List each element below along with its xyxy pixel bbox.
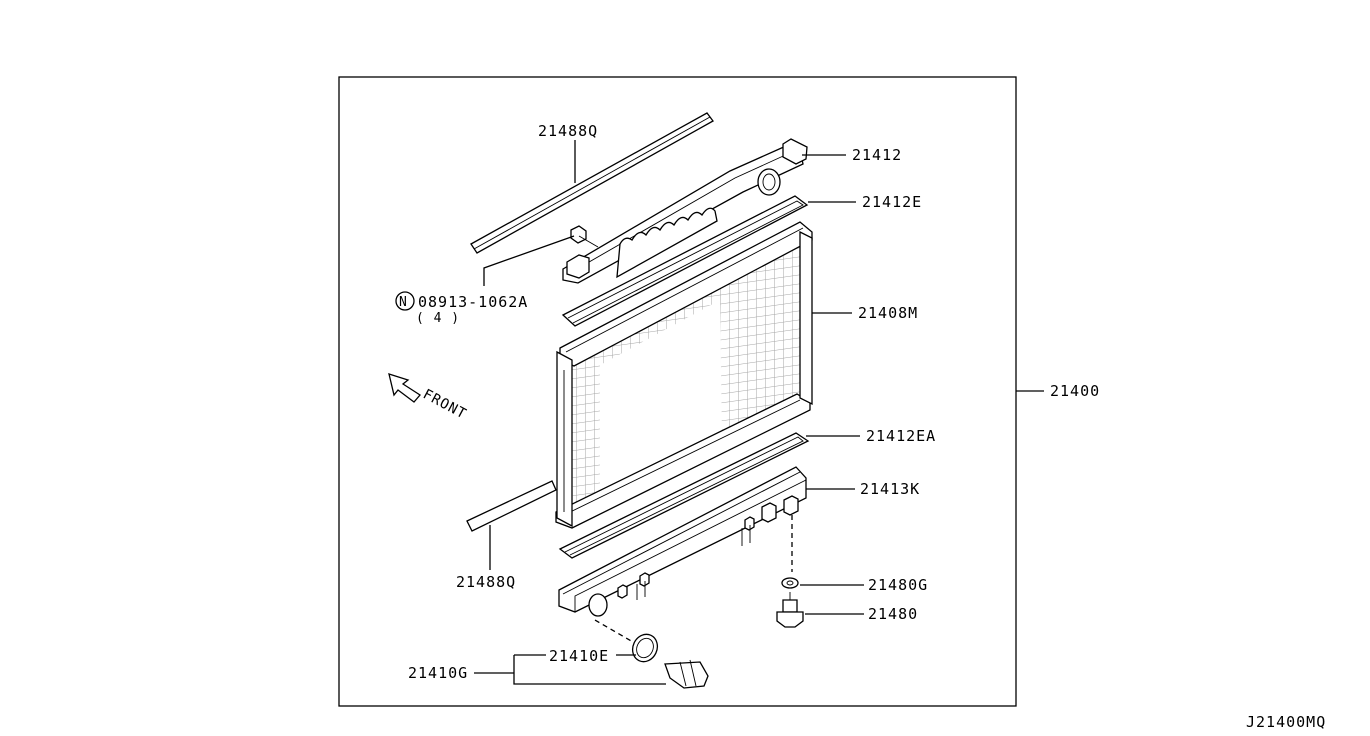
washer-icon[interactable] — [781, 577, 799, 589]
radiator-core[interactable] — [555, 221, 813, 529]
label-core: 21408M — [858, 304, 918, 322]
lower-gasket[interactable] — [558, 432, 810, 559]
upper-tank[interactable] — [562, 138, 808, 284]
label-upper-tank: 21412 — [852, 146, 902, 164]
label-washer: 21480G — [868, 576, 928, 594]
front-label: FRONT — [420, 386, 469, 422]
label-o-ring: 21410E — [549, 647, 609, 665]
top-seal-strip[interactable] — [470, 112, 714, 254]
bottom-seal-strip[interactable] — [466, 480, 557, 532]
upper-gasket[interactable] — [561, 195, 809, 327]
bolt-qty: ( 4 ) — [416, 311, 460, 326]
lower-tank[interactable] — [558, 466, 807, 617]
label-lower-tank: 21413K — [860, 480, 920, 498]
label-upper-gasket: 21412E — [862, 193, 922, 211]
bolt-icon[interactable] — [570, 225, 599, 248]
bolt-prefix: N — [399, 295, 407, 310]
o-ring-icon[interactable] — [628, 630, 662, 666]
bolt-spec: N 08913-1062A ( 4 ) — [395, 291, 528, 326]
sensor-icon[interactable] — [664, 659, 709, 689]
diagram-code: J21400MQ — [1246, 713, 1326, 731]
label-sensor-group: 21410G — [408, 664, 468, 682]
label-drain-plug: 21480 — [868, 605, 918, 623]
front-direction-arrow — [388, 373, 421, 403]
bolt-number: 08913-1062A — [418, 293, 528, 311]
label-seal-top: 21488Q — [538, 122, 598, 140]
drain-plug-icon[interactable] — [776, 592, 804, 628]
label-assembly: 21400 — [1050, 382, 1100, 400]
label-seal-bottom: 21488Q — [456, 573, 516, 591]
label-lower-gasket: 21412EA — [866, 427, 936, 445]
